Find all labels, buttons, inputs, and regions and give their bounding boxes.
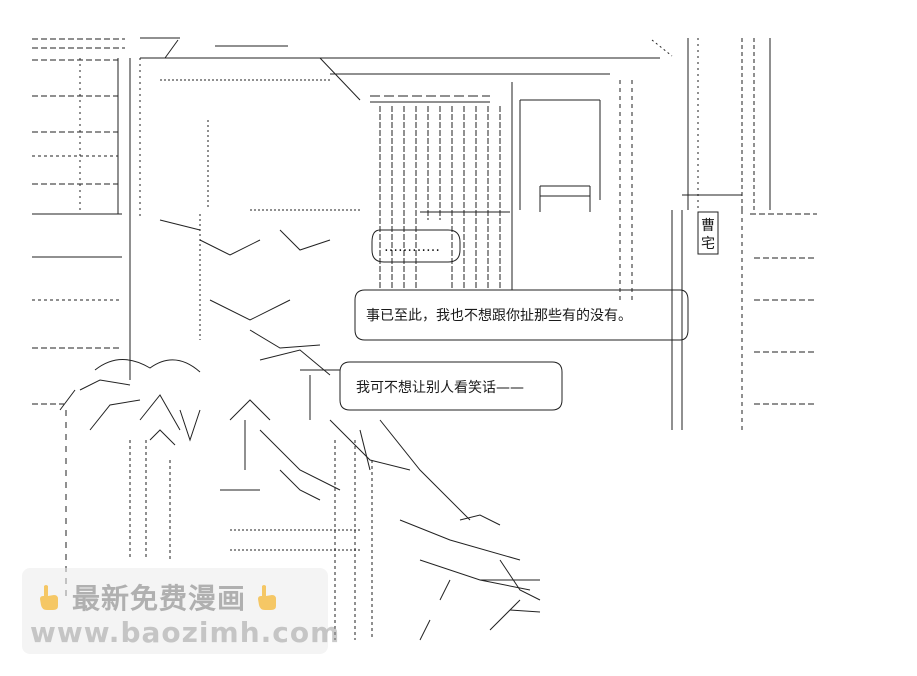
character-figure xyxy=(59,219,541,641)
pointing-hand-icon xyxy=(40,585,58,610)
pointing-hand-icon xyxy=(258,585,277,610)
roof-lines xyxy=(140,37,673,101)
left-building-lines xyxy=(79,58,209,380)
speech-bubble-ellipsis xyxy=(371,229,461,263)
door-plate-bottom-text: 宅 xyxy=(701,236,715,252)
speech-main-text: 事已至此，我也不想跟你扯那些有的没有。 xyxy=(366,308,632,324)
door-plate-top-text: 曹 xyxy=(701,218,715,234)
door-plate xyxy=(697,211,719,255)
top-left-dashes xyxy=(32,38,125,405)
watermark-line1-text: 最新免费漫画 xyxy=(72,582,247,615)
speech-second-text: 我可不想让别人看笑话—— xyxy=(356,380,524,396)
watermark-url: www.baozimh.com xyxy=(30,616,341,649)
speech-bubble-main xyxy=(354,289,689,341)
window-frames xyxy=(250,82,601,290)
speech-ellipsis-text: ………… xyxy=(384,239,440,255)
watermark-background xyxy=(22,568,328,654)
watermark-title: 最新免费漫画 xyxy=(36,577,326,617)
speech-bubble-second xyxy=(339,361,563,411)
right-building-posts xyxy=(619,38,817,430)
